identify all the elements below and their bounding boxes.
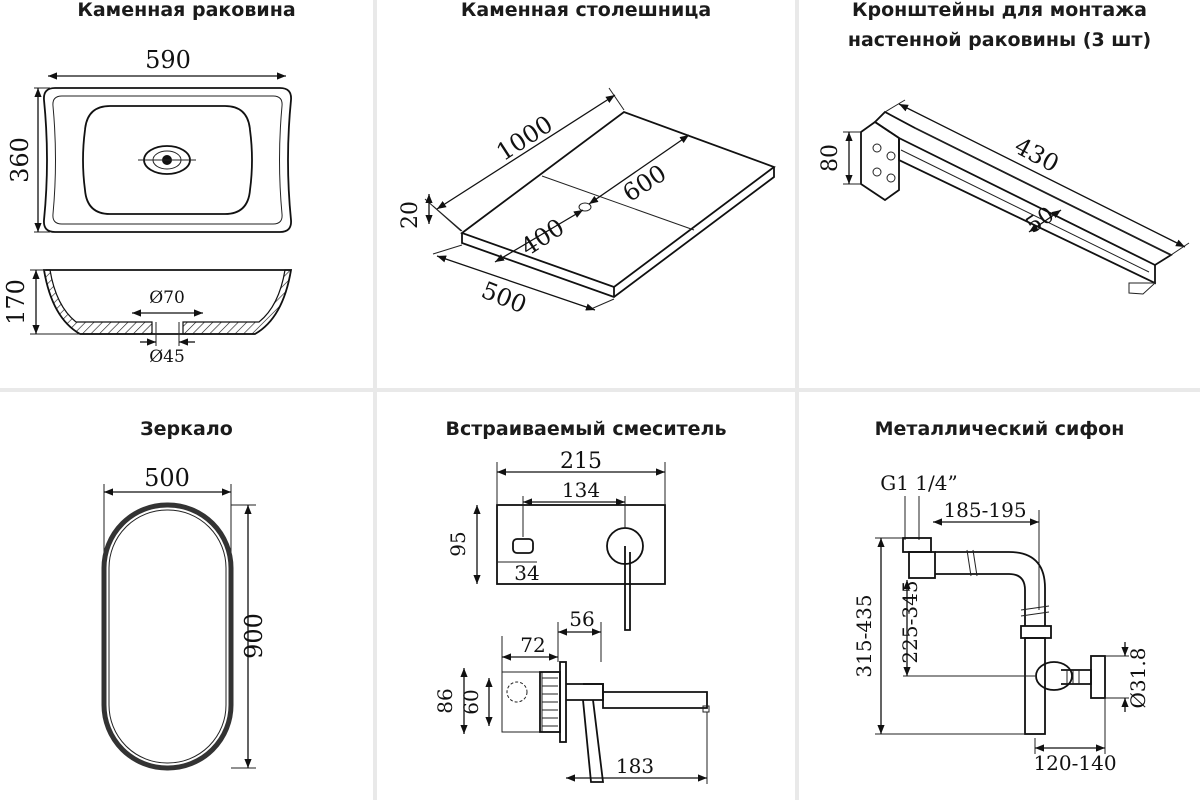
dim-offset-b: 600 — [618, 159, 672, 207]
dim-width: 590 — [145, 46, 191, 74]
panel-mirror: Зеркало 500 900 — [0, 392, 373, 800]
mixer-drawing: 215 134 95 34 56 72 8 — [433, 449, 710, 784]
dim-diameter: Ø31.8 — [1126, 648, 1150, 709]
dim-length: 1000 — [491, 110, 557, 167]
panel-mixer: Встраиваемый смеситель 215 134 95 34 — [377, 392, 795, 800]
panel-brackets: Кронштейны для монтажа настенной раковин… — [799, 0, 1200, 388]
dim-wall: 120-140 — [1033, 751, 1116, 775]
panel-siphon: Металлический сифон G1 1/4” 185-195 — [799, 392, 1200, 800]
dim-spacing: 134 — [562, 478, 600, 502]
panel-title-line1: Кронштейны для монтажа — [852, 0, 1147, 21]
dim-body-inner: 60 — [459, 689, 483, 714]
panel-stone-sink: Каменная раковина 590 360 — [0, 0, 373, 388]
wall-flange — [1090, 655, 1106, 699]
dim-depth-b: 72 — [520, 633, 545, 657]
dim-drain-outer: Ø70 — [149, 288, 185, 308]
panel-title: Металлический сифон — [874, 418, 1125, 440]
brackets-drawing: 80 430 50 — [818, 99, 1190, 295]
sink-bowl — [82, 105, 253, 215]
panel-title: Встраиваемый смеситель — [445, 418, 727, 440]
spout — [583, 683, 708, 709]
dim-height: 80 — [818, 144, 843, 172]
dim-small: 34 — [514, 561, 539, 585]
siphon-drawing: G1 1/4” 185-195 315-435 225-345 — [852, 471, 1150, 775]
panel-title-line2: настенной раковины (3 шт) — [847, 29, 1152, 51]
dim-plate-width: 215 — [560, 449, 602, 474]
dim-depth: 360 — [6, 137, 34, 183]
sink-side-outline — [42, 269, 293, 335]
panel-title: Каменная раковина — [77, 0, 296, 21]
dim-height-total: 315-435 — [852, 594, 876, 677]
dim-thread: G1 1/4” — [880, 471, 957, 495]
countertop-drawing: 1000 600 400 20 500 — [398, 87, 776, 319]
dim-drain-inner: Ø45 — [149, 347, 185, 367]
mirror-glass — [108, 509, 227, 764]
dim-depth-a: 56 — [569, 607, 594, 631]
diverter-icon — [512, 538, 534, 554]
dim-height: 170 — [2, 279, 30, 325]
dim-plate-height: 95 — [446, 531, 470, 556]
dim-horizontal: 185-195 — [943, 498, 1026, 522]
dim-body-height: 86 — [433, 688, 457, 713]
siphon-inlet — [908, 551, 936, 579]
panel-title: Зеркало — [140, 418, 233, 440]
mirror-outline — [101, 502, 234, 771]
dim-thickness: 20 — [398, 201, 423, 229]
dim-spout: 183 — [616, 754, 654, 778]
dim-width: 500 — [144, 464, 190, 492]
dim-height-inner: 225-345 — [898, 580, 922, 663]
panel-title: Каменная столешница — [460, 0, 712, 21]
dim-height: 900 — [240, 613, 268, 659]
mirror-drawing: 500 900 — [101, 464, 268, 771]
dim-width: 500 — [478, 276, 531, 319]
siphon-body — [1024, 637, 1046, 735]
panel-stone-countertop: Каменная столешница 1000 600 400 20 500 — [377, 0, 795, 388]
sink-drawing: 590 360 170 Ø70 Ø45 — [2, 46, 293, 367]
dim-length: 430 — [1010, 132, 1064, 178]
sink-outline — [43, 87, 292, 233]
